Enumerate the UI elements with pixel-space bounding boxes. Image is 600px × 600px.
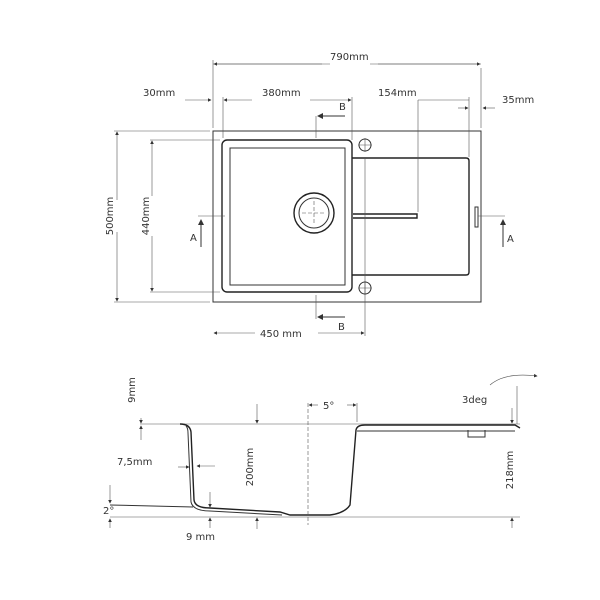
drain-icon (293, 192, 335, 234)
bottom-slope-line (109, 504, 194, 508)
right-margin-label: 35mm (502, 95, 534, 106)
section-a-left-label: A (190, 233, 197, 244)
left-margin-label: 30mm (143, 88, 175, 99)
drainer-angle-label: 3deg (462, 395, 487, 406)
overall-width-label: 790mm (330, 52, 369, 63)
drainer-width-label: 154mm (378, 88, 417, 99)
bowl-outer (221, 139, 353, 293)
wall-thickness-label: 7,5mm (117, 457, 152, 468)
wall-angle-label: 5° (323, 401, 334, 412)
sink-outline (212, 130, 482, 303)
sink-profile-inner (185, 425, 515, 516)
drainer-rib (467, 430, 486, 438)
overall-depth-label: 500mm (105, 197, 116, 236)
bowl-depth-section-label: 200mm (245, 448, 256, 487)
rim-thickness-label: 9mm (127, 377, 138, 403)
bowl-inner (229, 147, 346, 286)
bowl-width-label: 380mm (262, 88, 301, 99)
tap-hole-icon (358, 138, 372, 152)
cutout-width-label: 450 mm (260, 329, 302, 340)
total-height-label: 218mm (505, 451, 516, 490)
section-b-top-label: B (339, 102, 346, 113)
bottom-thickness-label: 9 mm (186, 532, 215, 543)
bottom-angle-label: 2° (103, 506, 114, 517)
section-b-bottom-label: B (338, 322, 345, 333)
overflow-slot (474, 206, 479, 228)
drainer-groove (353, 213, 418, 219)
section-a-right-label: A (507, 234, 514, 245)
drainer-outline (352, 157, 470, 276)
sink-profile-outer (179, 423, 521, 516)
top-view: 790mm 30mm 380mm 154mm 35mm 500mm 440mm … (105, 52, 534, 340)
section-view: 9mm 3deg 5° 7,5mm 200mm 218mm 2° 9 mm (103, 373, 538, 543)
bowl-depth-label: 440mm (141, 197, 152, 236)
